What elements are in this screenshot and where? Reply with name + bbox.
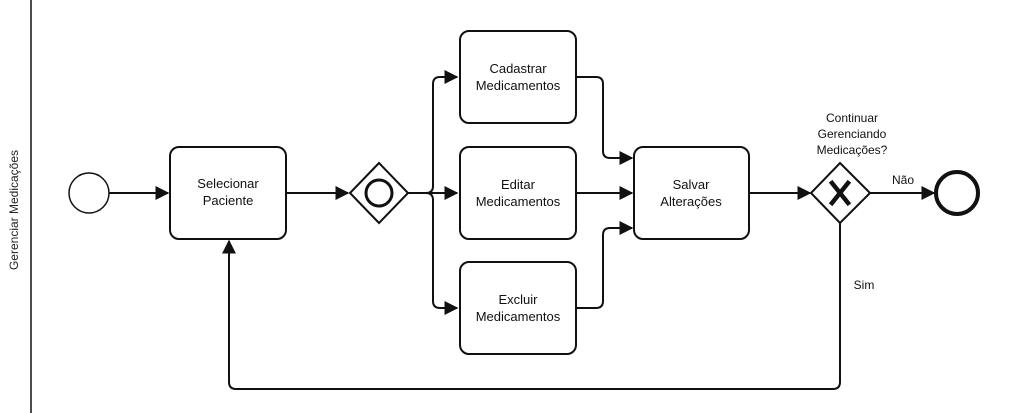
task-save-line1: Salvar — [673, 177, 711, 192]
task-register-medications: Cadastrar Medicamentos — [459, 30, 577, 124]
flow-register-to-save — [576, 76, 634, 165]
no-label: Não — [892, 173, 914, 187]
flow-gateway-to-register — [407, 70, 459, 194]
task-delete-line1: Excluir — [498, 292, 538, 307]
task-save-line2: Alterações — [660, 194, 722, 209]
task-select-patient-line1: Selecionar — [197, 176, 259, 191]
flow-delete-to-save — [576, 221, 634, 309]
flow-loop-back-to-select — [222, 222, 841, 390]
decision-question-line2: Gerenciando — [818, 127, 887, 141]
task-delete-medications: Excluir Medicamentos — [459, 261, 577, 355]
task-register-line2: Medicamentos — [476, 78, 561, 93]
yes-label: Sim — [854, 278, 875, 292]
start-event — [68, 172, 110, 214]
lane-label: Gerenciar Medicações — [7, 150, 21, 270]
x-icon — [828, 179, 852, 207]
task-delete-line2: Medicamentos — [476, 309, 561, 324]
task-edit-line1: Editar — [501, 177, 536, 192]
task-edit-medications: Editar Medicamentos — [459, 146, 577, 240]
task-edit-line2: Medicamentos — [476, 194, 561, 209]
task-select-patient: Selecionar Paciente — [169, 146, 287, 240]
flow-gateway-to-delete — [407, 192, 459, 315]
decision-question-line3: Medicações? — [817, 143, 888, 157]
task-save-changes: Salvar Alterações — [633, 146, 750, 240]
exclusive-gateway — [809, 161, 872, 225]
task-select-patient-line2: Paciente — [203, 193, 254, 208]
decision-question-line1: Continuar — [826, 111, 878, 125]
inclusive-gateway-icon — [364, 178, 394, 208]
inclusive-gateway — [348, 161, 410, 225]
end-event — [934, 170, 980, 216]
task-register-line1: Cadastrar — [489, 61, 547, 76]
